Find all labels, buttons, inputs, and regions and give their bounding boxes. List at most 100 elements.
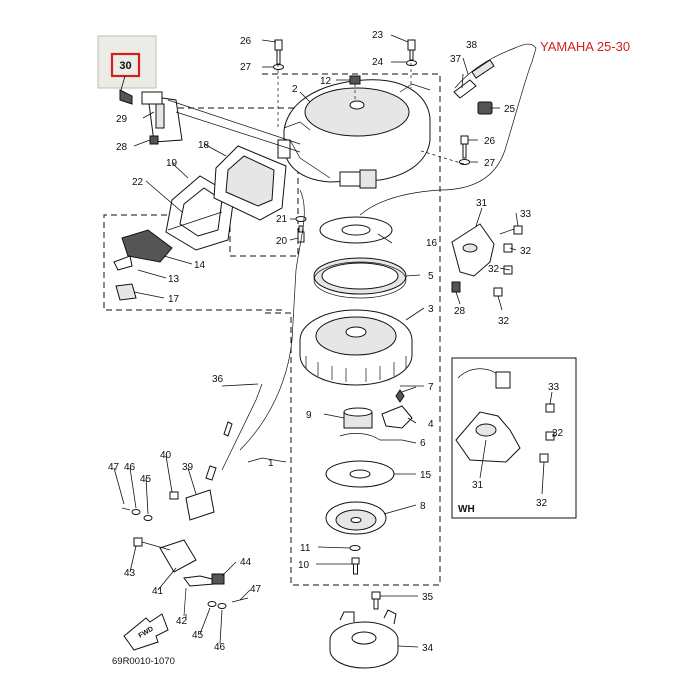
- bracket-31: [451, 223, 495, 277]
- handle-grip-18: [213, 145, 287, 221]
- callout-7: 7: [428, 382, 434, 393]
- callout-33: 33: [520, 209, 532, 220]
- callout-36: 36: [212, 374, 224, 385]
- cap-17: [115, 283, 137, 301]
- bolt-26-top: [273, 39, 284, 130]
- callout-40: 40: [160, 450, 172, 461]
- cable-38: [359, 43, 537, 216]
- pulley-34: [329, 609, 399, 669]
- washer-11: [349, 545, 361, 551]
- callout-45-lower: 45: [192, 630, 204, 641]
- callout-10: 10: [298, 560, 310, 571]
- washer-46b: [217, 603, 227, 609]
- bolt-35: [371, 591, 381, 610]
- callout-21: 21: [276, 214, 288, 225]
- callout-8: 8: [420, 501, 426, 512]
- wh-label: WH: [458, 504, 475, 515]
- link-41: [159, 539, 217, 587]
- callout-2: 2: [292, 84, 298, 95]
- callout-24: 24: [372, 57, 384, 68]
- callout-42: 42: [176, 616, 188, 627]
- callout-41: 41: [152, 586, 164, 597]
- callout-39: 39: [182, 462, 194, 473]
- plate-15: [325, 460, 395, 488]
- callout-28-lower: 28: [454, 306, 466, 317]
- callout-32-c: 32: [498, 316, 510, 327]
- highlighted-part-number: 30: [119, 60, 131, 72]
- callout-26-right: 26: [484, 136, 496, 147]
- callout-4: 4: [428, 419, 434, 430]
- callout-34: 34: [422, 643, 434, 654]
- diagram-code: 69R0010-1070: [112, 656, 175, 667]
- washer-28: [451, 281, 461, 293]
- washer-45a: [143, 515, 153, 521]
- washer-21: [295, 216, 307, 222]
- callout-12: 12: [320, 76, 332, 87]
- collar-9: [343, 407, 373, 429]
- callout-17: 17: [168, 294, 180, 305]
- lever-14: [113, 229, 173, 271]
- callout-6: 6: [420, 438, 426, 449]
- rod-42: [183, 587, 187, 617]
- spring-7: [395, 385, 424, 403]
- bolt-40: [169, 491, 179, 500]
- drive-plate-8: [325, 501, 387, 535]
- callout-47-lower: 47: [250, 584, 262, 595]
- callout-26: 26: [240, 36, 252, 47]
- lever-bracket-29: [119, 89, 301, 153]
- callout-33-wh: 33: [548, 382, 560, 393]
- callout-32-wh-b: 32: [536, 498, 548, 509]
- bolt-10: [351, 557, 360, 575]
- rope-tie-22: [167, 211, 223, 231]
- fwd-arrow-icon: FWD: [123, 613, 169, 651]
- starter-rope: [239, 189, 305, 451]
- callout-22: 22: [132, 177, 144, 188]
- callout-20: 20: [276, 236, 288, 247]
- recoil-assembly-outline: [262, 73, 441, 586]
- spring-5: [313, 257, 407, 299]
- callout-9: 9: [306, 410, 312, 421]
- bolt-32-top-a: [503, 243, 513, 253]
- fitting-37: [453, 59, 495, 99]
- cable-36: [205, 383, 263, 481]
- callout-13: 13: [168, 274, 180, 285]
- pawl-4: [381, 405, 413, 429]
- callout-31-wh: 31: [472, 480, 484, 491]
- callout-32-wh: 32: [552, 428, 564, 439]
- callout-46-lower: 46: [214, 642, 226, 653]
- bolt-23: [406, 39, 417, 88]
- wh-bolt-32b: [539, 453, 549, 463]
- bolt-33-top: [499, 225, 523, 235]
- washer-46a: [131, 509, 141, 515]
- callout-14: 14: [194, 260, 206, 271]
- callout-25: 25: [504, 104, 516, 115]
- washer-45b: [207, 601, 217, 607]
- callout-28: 28: [116, 142, 128, 153]
- callout-32-a: 32: [520, 246, 532, 257]
- clip-6: [339, 433, 402, 441]
- callout-31: 31: [476, 198, 488, 209]
- callout-1: 1: [268, 458, 274, 469]
- callout-19: 19: [166, 158, 178, 169]
- bolt-32-top-c: [493, 287, 503, 297]
- cap-25: [477, 101, 493, 115]
- callout-27-right: 27: [484, 158, 496, 169]
- bracket-39: [185, 489, 215, 521]
- callout-29: 29: [116, 114, 128, 125]
- callout-11: 11: [300, 543, 311, 554]
- callout-3: 3: [428, 304, 434, 315]
- callout-23: 23: [372, 30, 384, 41]
- wh-bolt-33: [545, 403, 555, 413]
- callout-46: 46: [124, 462, 136, 473]
- sheave-drum-3: [299, 309, 413, 386]
- callout-15: 15: [420, 470, 432, 481]
- callout-35: 35: [422, 592, 434, 603]
- callout-16: 16: [426, 238, 438, 249]
- callout-18: 18: [198, 140, 210, 151]
- callout-5: 5: [428, 271, 434, 282]
- bolt-43: [133, 537, 171, 551]
- callout-38: 38: [466, 40, 478, 51]
- callout-44: 44: [240, 557, 252, 568]
- callout-45: 45: [140, 474, 152, 485]
